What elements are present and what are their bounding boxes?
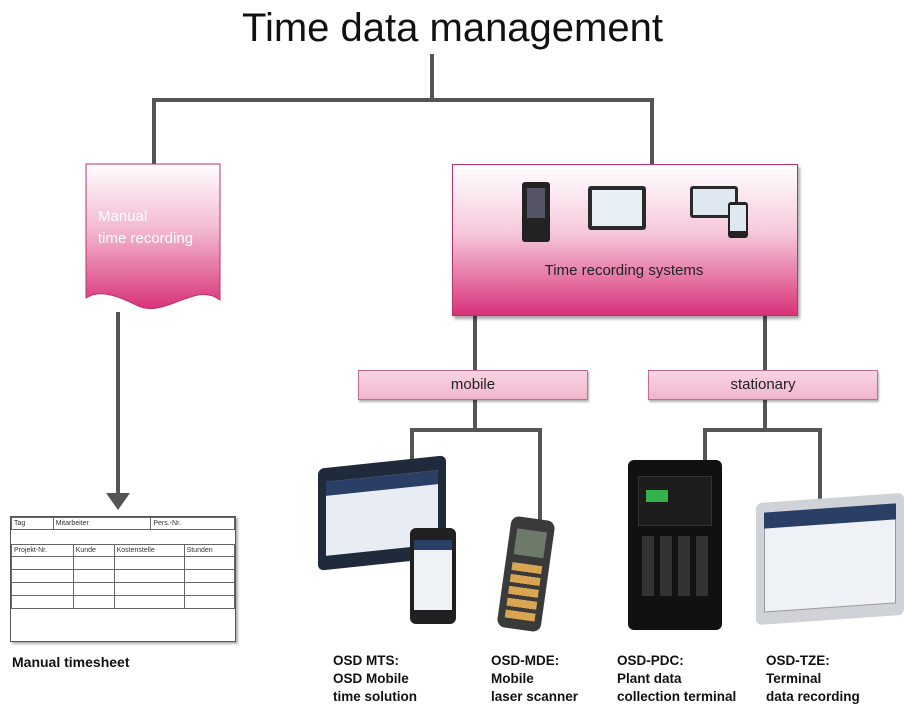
plant-data-terminal-image: [628, 460, 722, 630]
phone-icon: [728, 202, 748, 238]
manual-timesheet-caption: Manual timesheet: [12, 654, 130, 670]
sheet-col-kunde: Kunde: [72, 544, 115, 557]
time-recording-systems-label: Time recording systems: [544, 262, 704, 279]
diagram-title: Time data management: [242, 6, 663, 50]
stationary-box: stationary: [648, 370, 878, 400]
sheet-header-tag: Tag: [11, 517, 54, 530]
manual-timesheet-image: Tag Mitarbeiter Pers.-Nr. Projekt-Nr. Ku…: [10, 516, 236, 642]
sheet-col-stunden: Stunden: [183, 544, 236, 557]
device-label-pdc: OSD-PDC: Plant data collection terminal: [617, 653, 737, 704]
sheet-col-kostenstelle: Kostenstelle: [113, 544, 185, 557]
sheet-header-persnr: Pers.-Nr.: [150, 517, 235, 530]
smartphone-device-image: [410, 528, 456, 624]
sheet-header-mitarbeiter: Mitarbeiter: [52, 517, 152, 530]
terminal-device-icon: [522, 182, 550, 242]
manual-label-line1: Manual: [98, 208, 148, 225]
tablet-device-icon: [588, 186, 646, 230]
sheet-col-projekt: Projekt-Nr.: [11, 544, 74, 557]
device-label-mts: OSD MTS: OSD Mobile time solution: [333, 653, 417, 704]
manual-recording-box: [85, 163, 221, 310]
manual-label-line2: time recording: [98, 230, 194, 247]
device-label-tze: OSD-TZE: Terminal data recording: [766, 653, 860, 704]
device-label-mde: OSD-MDE: Mobile laser scanner: [491, 653, 579, 704]
mobile-box: mobile: [358, 370, 588, 400]
terminal-data-recording-image: [756, 492, 904, 626]
